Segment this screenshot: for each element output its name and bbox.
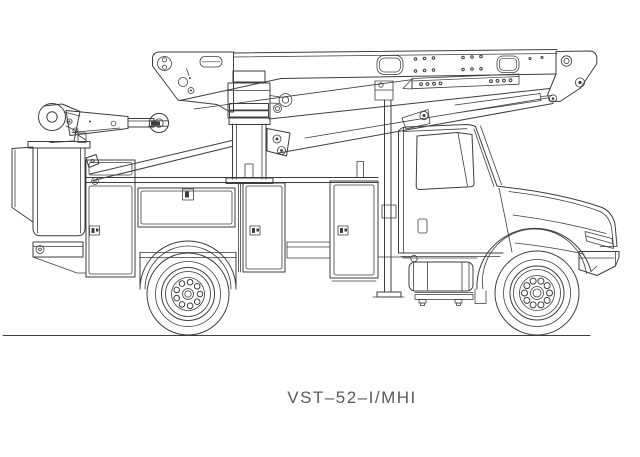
door-latch xyxy=(182,188,194,201)
material-handler-jib xyxy=(11,103,170,274)
rear-panel xyxy=(11,146,34,223)
front-wheel xyxy=(494,250,580,336)
utility-body xyxy=(84,159,379,290)
model-label: VST–52–I/MHI xyxy=(287,388,417,407)
boom-elbow xyxy=(547,50,598,102)
boom-rest-post xyxy=(372,80,405,298)
front-bumper xyxy=(578,251,620,276)
rear-wheel xyxy=(146,252,230,336)
jib-tip-roller xyxy=(148,112,170,134)
rear-wheel-arch xyxy=(139,240,237,290)
door-latch xyxy=(89,225,100,236)
truck-cab xyxy=(398,124,620,304)
marker-light xyxy=(91,177,99,185)
cab-roof xyxy=(398,124,476,132)
jib-arm xyxy=(65,110,129,136)
boom-assembly xyxy=(152,49,598,154)
hood xyxy=(507,187,603,208)
middle-compartment xyxy=(137,187,236,228)
lug-nuts xyxy=(173,278,204,310)
front-compartment xyxy=(329,180,379,279)
side-compartment xyxy=(242,182,286,273)
door-window xyxy=(415,132,475,191)
door-latch xyxy=(249,225,261,236)
chassis-underbody xyxy=(377,254,478,306)
lower-boom xyxy=(268,88,554,154)
front-fender xyxy=(476,227,592,290)
mud-flap xyxy=(474,288,487,304)
door-latch xyxy=(337,225,349,236)
door-handle xyxy=(417,218,428,234)
step-assembly xyxy=(414,292,474,306)
fuel-tank xyxy=(408,261,474,292)
boom-tip-plate xyxy=(152,51,234,113)
pedestal xyxy=(225,70,293,184)
headlight xyxy=(584,231,614,249)
rear-compartment xyxy=(85,159,136,278)
lug-nuts xyxy=(521,277,553,309)
jib-stand-box xyxy=(32,147,86,237)
boom-bolt-holes xyxy=(413,54,544,73)
